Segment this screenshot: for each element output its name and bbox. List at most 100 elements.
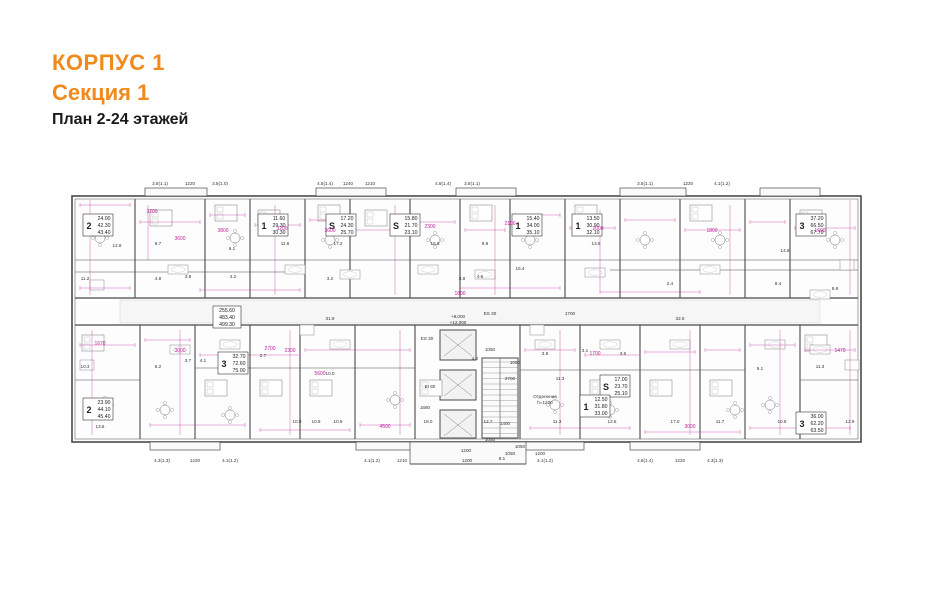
- pillow-b-14: [591, 388, 599, 395]
- table-15: [764, 399, 776, 411]
- apartment-rooms-top-5: 1: [575, 221, 580, 231]
- bottom-label-2: 4.1(1.2): [222, 458, 238, 463]
- apartment-area-bottom-4-1: 62.20: [811, 421, 824, 427]
- apartment-area-bottom-3-2: 33.00: [595, 411, 608, 417]
- top-label-6: 4.8(1.4): [435, 181, 451, 186]
- bottom-label-3: 4.1(1.2): [364, 458, 380, 463]
- dimension-label-4: 3600: [324, 228, 335, 234]
- table-5: [639, 234, 651, 246]
- chair-6-3: [718, 245, 722, 249]
- room-area-23: 5.2: [155, 364, 162, 369]
- room-area-9: 14.8: [781, 248, 790, 253]
- room-area-35: 10.9: [293, 419, 302, 424]
- bathtub-5: [584, 267, 606, 278]
- top-balcony-2: [455, 187, 517, 197]
- room-area-15: 3.8: [459, 276, 466, 281]
- room-area-45: 12.9: [846, 419, 855, 424]
- chair-15-3: [768, 410, 772, 414]
- chair-2-1: [335, 238, 339, 242]
- core-label-elev: +9,000: [451, 314, 466, 319]
- apartment-rooms-bottom-0: 2: [86, 405, 91, 415]
- tub-basin-9: [222, 341, 238, 348]
- apartment-area-bottom-3-0: 12.50: [595, 397, 608, 403]
- pillow-a-17: [806, 336, 814, 343]
- tub-basin-0: [170, 266, 186, 273]
- apartment-rooms-top-1: 1: [261, 221, 266, 231]
- chair-10-3: [228, 420, 232, 424]
- apartment-area-bottom-4-0: 36.00: [811, 414, 824, 420]
- chair-5-0: [636, 238, 640, 242]
- tub-basin-7: [812, 291, 828, 298]
- apartment-tag-bottom-0: [82, 397, 114, 421]
- bathtub-14: [764, 339, 786, 350]
- chair-11-0: [386, 398, 390, 402]
- bottom-label-0: 4.3(1.3): [154, 458, 170, 463]
- chair-3-3: [433, 245, 437, 249]
- tub-basin-14: [767, 341, 783, 348]
- pillow-b-11: [261, 388, 269, 395]
- room-area-24: 3.7: [185, 358, 192, 363]
- room-area-42: 17.0: [671, 419, 680, 424]
- chair-10-1: [235, 413, 239, 417]
- bathtub-10: [329, 339, 351, 350]
- lift-cross-b-2: [443, 413, 473, 437]
- tub-basin-4: [477, 271, 493, 278]
- table-10: [224, 409, 236, 421]
- chair-11-2: [393, 391, 397, 395]
- chair-0-0: [91, 236, 95, 240]
- chair-2-0: [321, 238, 325, 242]
- bottom-balcony-3: [629, 441, 701, 451]
- core-label-stair1: 1200: [461, 448, 472, 453]
- room-area-26: 2.7: [260, 353, 267, 358]
- bed-13: [419, 379, 443, 397]
- chair-12-0: [546, 403, 550, 407]
- pillow-a-7: [691, 206, 699, 213]
- room-area-43: 11.7: [716, 419, 725, 424]
- bottom-balcony-0: [149, 441, 221, 451]
- apartment-area-bottom-1-0: 32.70: [233, 354, 246, 360]
- pillow-b-0: [151, 218, 159, 225]
- chair-14-3: [733, 415, 737, 419]
- pillow-b-12: [311, 388, 319, 395]
- chair-12-3: [553, 410, 557, 414]
- room-area-22: 10.3: [81, 364, 90, 369]
- center-area-0: 255.60: [219, 308, 235, 314]
- bed-11: [259, 379, 283, 397]
- apartment-area-top-3-2: 23.10: [405, 230, 418, 236]
- bottom-label-8: 1220: [675, 458, 686, 463]
- room-area-0: 9.7: [155, 241, 162, 246]
- pillow-b-9: [83, 343, 91, 350]
- apartment-area-bottom-1-2: 75.00: [233, 368, 246, 374]
- chair-10-0: [221, 413, 225, 417]
- center-area-1: 483.40: [219, 315, 235, 321]
- pillow-b-7: [691, 213, 699, 220]
- chair-4-3: [528, 245, 532, 249]
- core-label-corr2: 2700: [505, 376, 516, 381]
- apartment-tag-top-4: [511, 213, 543, 237]
- core-label-lift1: 1050: [485, 347, 496, 352]
- room-area-5: 9.8: [482, 241, 489, 246]
- dimension-label-16: 1800: [454, 291, 465, 297]
- center-area-2: 499.30: [219, 322, 235, 328]
- sofa-4: [299, 324, 315, 336]
- apartment-area-top-3-1: 21.70: [405, 223, 418, 229]
- bed-5: [469, 204, 493, 222]
- bed-1: [214, 204, 238, 222]
- sofa-2: [79, 359, 95, 371]
- lift-cross-b-1: [443, 373, 473, 397]
- apartment-area-top-2-2: 25.70: [341, 230, 354, 236]
- chair-6-2: [718, 231, 722, 235]
- dimension-label-17: 5600: [314, 371, 325, 377]
- chair-10-2: [228, 406, 232, 410]
- bottom-balcony-1: [355, 441, 417, 451]
- apartment-area-top-6-2: 67.70: [811, 230, 824, 236]
- top-label-10: 4.1(1.2): [714, 181, 730, 186]
- pillow-a-6: [576, 206, 584, 213]
- top-label-8: 3.5(1.1): [637, 181, 653, 186]
- bottom-label-1: 1220: [190, 458, 201, 463]
- table-6: [714, 234, 726, 246]
- chair-7-0: [826, 238, 830, 242]
- room-area-10: 12.8: [113, 243, 122, 248]
- apartment-rooms-top-6: 3: [799, 221, 804, 231]
